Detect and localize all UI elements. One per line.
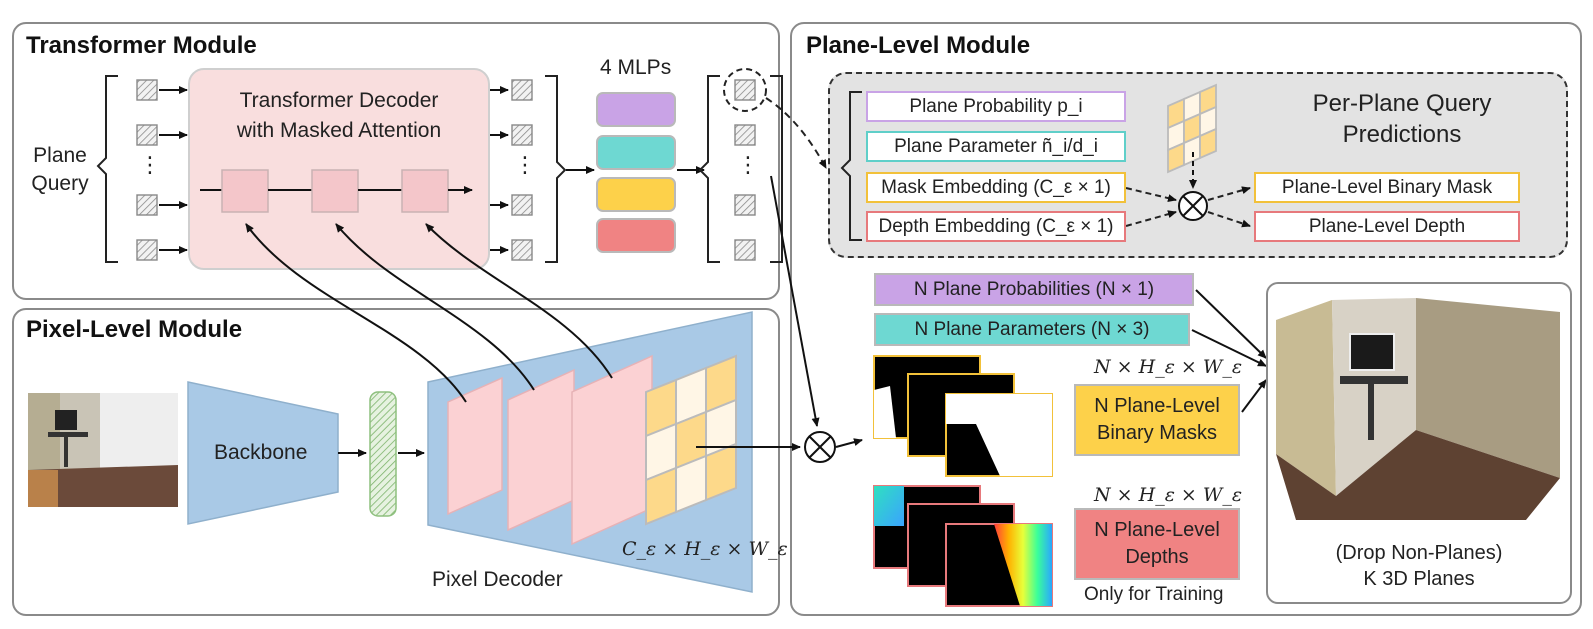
input-query-tokens	[136, 79, 158, 261]
per-plane-product-symbol	[1178, 191, 1208, 221]
per-plane-title: Per-Plane Query Predictions	[1254, 88, 1550, 150]
mask-embedding-box: Mask Embedding (C_ε × 1)	[866, 172, 1126, 203]
output-query-brace	[545, 75, 567, 263]
depths-line1: N Plane-Level	[1094, 519, 1220, 541]
depth-embedding-label: Depth Embedding (C_ε × 1)	[878, 215, 1114, 237]
binary-masks-line1: N Plane-Level	[1094, 395, 1220, 417]
plane-level-depth-label: Plane-Level Depth	[1308, 215, 1466, 237]
plane-query-label: Plane Query	[22, 142, 98, 198]
plane-query-line1: Plane	[33, 144, 87, 167]
transformer-decoder-line1: Transformer Decoder	[239, 89, 439, 112]
transformer-module-title: Transformer Module	[26, 32, 257, 59]
plane-level-depth-box: Plane-Level Depth	[1254, 211, 1520, 242]
output-query-tokens	[511, 79, 533, 261]
3d-planes-caption: (Drop Non-Planes) K 3D Planes	[1266, 540, 1572, 592]
multiscale-feature-arrows	[245, 223, 613, 403]
queries-to-product-arrow	[770, 175, 820, 427]
per-plane-title-line2: Predictions	[1342, 121, 1462, 148]
selected-query-circle	[723, 68, 767, 112]
plane-probabilities-box: N Plane Probabilities (N × 1)	[874, 273, 1194, 306]
plane-level-binary-mask-box: Plane-Level Binary Mask	[1254, 172, 1520, 203]
binary-masks-line2: Binary Masks	[1096, 422, 1218, 444]
input-room-photo	[28, 393, 178, 507]
plane-probability-label: Plane Probability p_i	[909, 95, 1083, 117]
plane-level-binary-mask-label: Plane-Level Binary Mask	[1281, 176, 1493, 198]
depths-line2: Depths	[1125, 546, 1189, 568]
selected-query-dashed-arrow	[765, 97, 827, 169]
plane-level-module-title: Plane-Level Module	[806, 32, 1031, 59]
decoder-feature-maps	[447, 354, 653, 546]
depths-box: N Plane-Level Depths	[1074, 508, 1240, 580]
training-note-label: Only for Training	[1084, 584, 1224, 605]
backbone-label: Backbone	[214, 441, 308, 464]
outputs-to-3d-arrows	[1191, 289, 1267, 413]
3d-planes-panel	[1266, 282, 1572, 604]
per-plane-dashed-arrows	[1125, 186, 1251, 228]
matrix-product-symbol	[804, 431, 836, 463]
mask-embedding-label: Mask Embedding (C_ε × 1)	[881, 176, 1111, 198]
binary-mask-thumbnails	[873, 355, 1053, 477]
plane-query-line2: Query	[31, 172, 89, 195]
plane-probability-box: Plane Probability p_i	[866, 91, 1126, 122]
mlps-label: 4 MLPs	[600, 56, 672, 79]
pixel-embedding-grid	[645, 354, 737, 526]
per-plane-title-line1: Per-Plane Query	[1312, 90, 1492, 117]
backbone-feature-bar	[369, 391, 397, 517]
prediction-query-dots: ⋮	[737, 152, 759, 177]
depth-thumbnails	[873, 485, 1053, 607]
pixel-level-module-title: Pixel-Level Module	[26, 316, 243, 343]
transformer-decoder-label: Transformer Decoder with Masked Attentio…	[188, 86, 490, 146]
depth-embedding-box: Depth Embedding (C_ε × 1)	[866, 211, 1126, 242]
decoder-inner-flow	[200, 169, 473, 213]
plane-parameter-box: Plane Parameter ñ_i/d_i	[866, 131, 1126, 162]
plane-parameters-label: N Plane Parameters (N × 3)	[914, 318, 1150, 340]
transformer-decoder-line2: with Masked Attention	[236, 119, 442, 142]
3d-planes-render	[1276, 298, 1560, 520]
plane-parameters-box: N Plane Parameters (N × 3)	[874, 313, 1190, 346]
query-prediction-tokens	[734, 79, 756, 261]
masks-dims-label: N × H_ε × W_ε	[1094, 356, 1243, 378]
pixel-decoder-label: Pixel Decoder	[432, 568, 563, 591]
per-plane-embedding-grid	[1167, 83, 1217, 174]
backbone-block	[187, 381, 339, 525]
drop-non-planes-line: (Drop Non-Planes)	[1335, 542, 1503, 564]
depths-dims-label: N × H_ε × W_ε	[1094, 484, 1243, 506]
input-query-arrows	[159, 86, 188, 254]
output-query-dots: ⋮	[514, 152, 536, 177]
per-plane-brace	[840, 91, 862, 241]
mlp-bars	[596, 92, 676, 253]
decoder-output-arrows	[490, 86, 509, 254]
query-predictions-brace	[698, 75, 783, 263]
input-query-dots: ⋮	[139, 152, 161, 177]
pixel-feature-dims: C_ε × H_ε × W_ε	[622, 538, 788, 560]
plane-probabilities-label: N Plane Probabilities (N × 1)	[913, 278, 1155, 300]
plane-parameter-label: Plane Parameter ñ_i/d_i	[894, 135, 1098, 157]
binary-masks-box: N Plane-Level Binary Masks	[1074, 384, 1240, 456]
left-query-brace	[96, 75, 118, 263]
product-to-masks-arrow	[835, 438, 863, 448]
k-3d-planes-line: K 3D Planes	[1363, 568, 1475, 590]
